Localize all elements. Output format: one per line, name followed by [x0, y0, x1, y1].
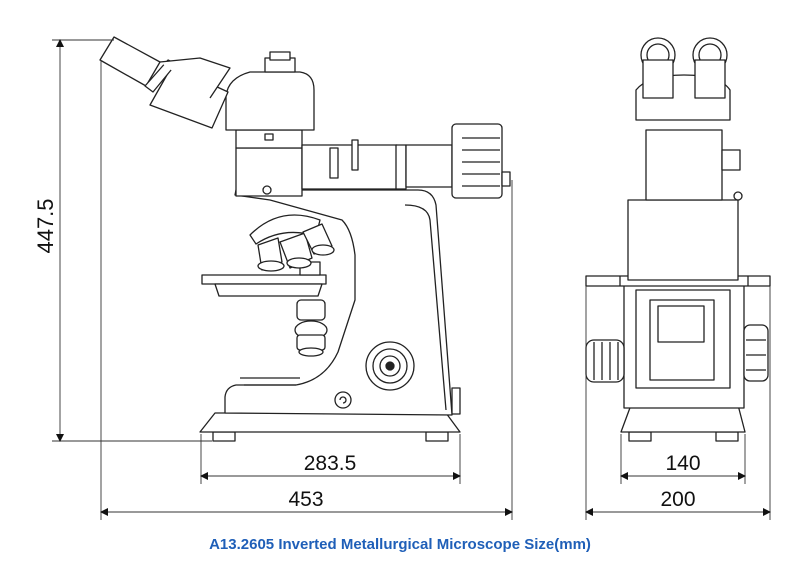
dim-side-total-width-label: 453 [288, 488, 323, 511]
front-base [620, 404, 746, 433]
lamp-house [451, 123, 503, 199]
illuminator-housing [235, 147, 303, 197]
base-plate [199, 412, 461, 433]
dimension-lines [52, 39, 771, 520]
dim-front-total-width-label: 200 [660, 488, 695, 511]
stage [201, 274, 327, 285]
front-focus-knob-right [743, 324, 769, 382]
base-foot [425, 431, 449, 442]
eyepiece-tube [149, 65, 229, 129]
body-column [224, 189, 453, 416]
side-view [99, 36, 511, 442]
dim-front-base-width-label: 140 [665, 452, 700, 475]
dim-height-label: 447.5 [33, 198, 58, 253]
base-foot [212, 431, 236, 442]
front-view [585, 37, 771, 442]
figure-caption: A13.2605 Inverted Metallurgical Microsco… [209, 536, 591, 553]
trinocular-head [225, 71, 315, 131]
dim-side-base-width-label: 283.5 [304, 452, 357, 475]
power-switch [334, 391, 352, 409]
